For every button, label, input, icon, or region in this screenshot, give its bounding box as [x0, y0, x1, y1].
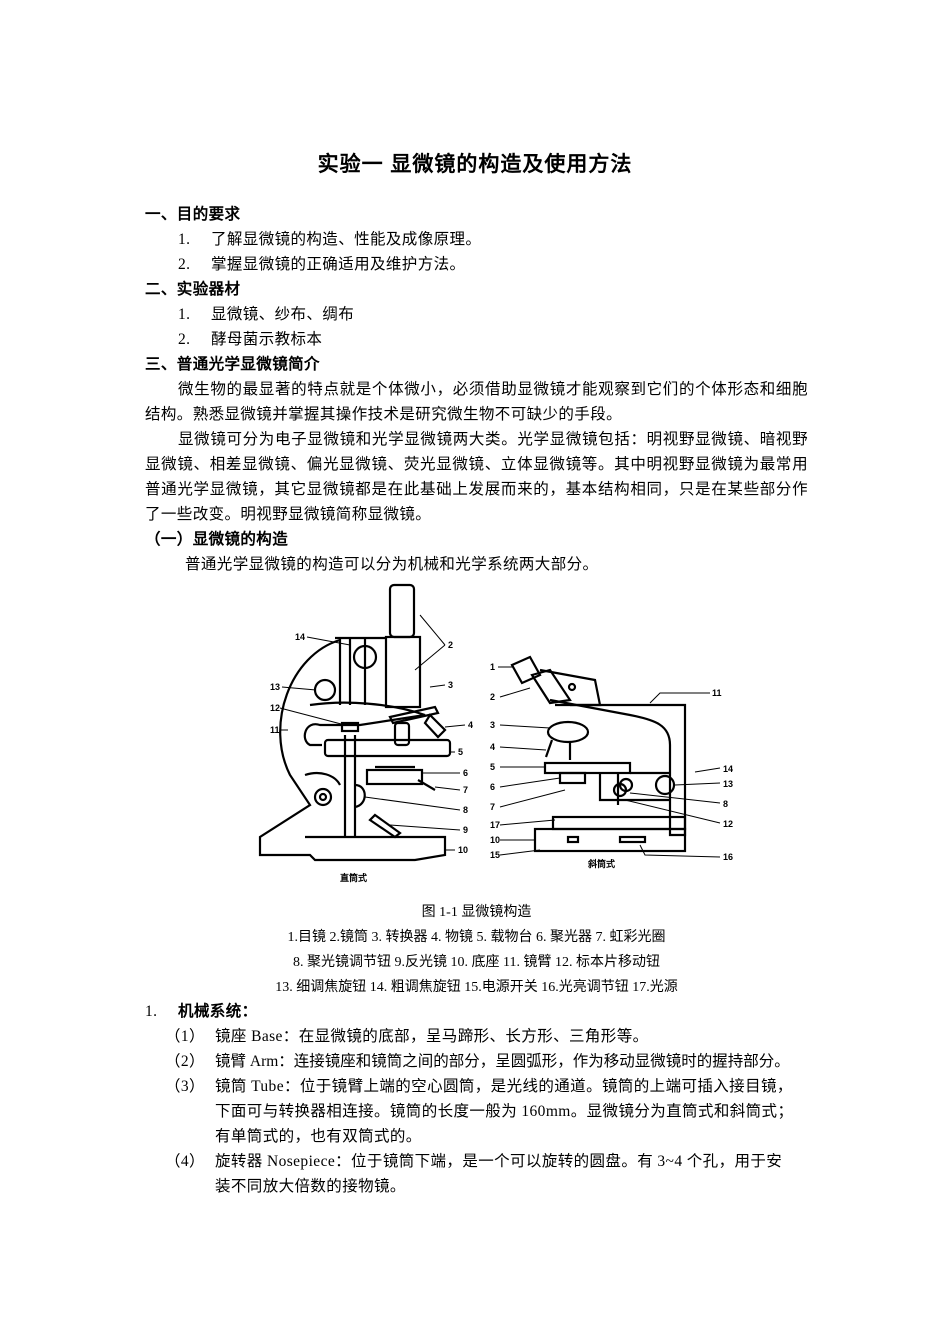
left-figure-caption: 直筒式 [340, 872, 367, 883]
figure-label: 17 [490, 820, 500, 830]
figure-label: 13 [723, 779, 733, 789]
figure-legend-line: 1.目镜 2.镜筒 3. 转换器 4. 物镜 5. 载物台 6. 聚光器 7. … [287, 930, 666, 945]
inclined-microscope-drawing [510, 655, 687, 853]
intro-sections: 一、目的要求 1. 了解显微镜的构造、性能及成像原理。 2. 掌握显微镜的正确适用及… [145, 202, 808, 577]
figure-label: 9 [463, 825, 468, 835]
item-number: 1. [178, 306, 191, 323]
figure-label: 13 [270, 682, 280, 692]
section-heading: 三、普通光学显微镜简介 [145, 356, 320, 373]
figure-label: 6 [490, 782, 495, 792]
figure-label: 14 [295, 632, 305, 642]
figure-label: 10 [490, 835, 500, 845]
figure-label: 4 [490, 742, 495, 752]
mechanical-section: 1. 机械系统： （1） 镜座 Base：在显微镜的底部，呈马蹄形、长方形、三角形等… [145, 999, 808, 1199]
item-number: 1. [178, 231, 191, 248]
section-heading: 1. 机械系统： [145, 999, 808, 1024]
heading-text: 机械系统： [178, 1003, 258, 1020]
left-figure-labels: 14 2 13 3 12 4 11 5 6 7 8 9 10 [270, 632, 473, 855]
heading-number: 1. [145, 1003, 158, 1020]
figure-caption-block: 图 1-1 显微镜构造 1.目镜 2.镜筒 3. 转换器 4. 物镜 5. 载物… [145, 900, 808, 1000]
list-item: 1. 显微镜、纱布、绸布 [145, 302, 808, 327]
figure-leaders [279, 614, 721, 858]
figure-label: 12 [270, 703, 280, 713]
item-text: 镜筒 Tube：位于镜臂上端的空心圆筒，是光线的通道。镜筒的上端可插入接目镜，下… [215, 1078, 794, 1145]
figure-label: 5 [458, 747, 463, 757]
figure-label: 2 [490, 692, 495, 702]
figure-legend-line: 8. 聚光镜调节钮 9.反光镜 10. 底座 11. 镜臂 12. 标本片移动钮 [293, 955, 660, 970]
figure-label: 10 [458, 845, 468, 855]
section-heading: 一、目的要求 [145, 206, 241, 223]
item-number: 2. [178, 256, 191, 273]
item-text: 掌握显微镜的正确适用及维护方法。 [211, 256, 466, 273]
figure-label: 12 [723, 819, 733, 829]
item-text: 旋转器 Nosepiece：位于镜筒下端，是一个可以旋转的圆盘。有 3~4 个孔… [215, 1153, 783, 1195]
paragraph: 微生物的最显著的特点就是个体微小，必须借助显微镜才能观察到它们的个体形态和细胞结… [145, 381, 808, 423]
figure-label: 7 [463, 785, 468, 795]
item-text: 镜臂 Arm：连接镜座和镜筒之间的部分，呈圆弧形，作为移动显微镜时的握持部分。 [215, 1053, 790, 1070]
list-item: （4） 旋转器 Nosepiece：位于镜筒下端，是一个可以旋转的圆盘。有 3~4… [145, 1149, 808, 1199]
paragraph: 普通光学显微镜的构造可以分为机械和光学系统两大部分。 [185, 556, 599, 573]
paragraph: 显微镜可分为电子显微镜和光学显微镜两大类。光学显微镜包括：明视野显微镜、暗视野显… [145, 431, 808, 523]
figure-label: 16 [723, 852, 733, 862]
figure-label: 3 [490, 720, 495, 730]
item-number: （3） [165, 1078, 205, 1095]
figure-label: 8 [723, 799, 728, 809]
figure-label: 11 [270, 725, 280, 735]
figure-caption: 图 1-1 显微镜构造 [421, 905, 532, 920]
list-item: （1） 镜座 Base：在显微镜的底部，呈马蹄形、长方形、三角形等。 [145, 1024, 808, 1049]
upright-microscope-drawing [258, 583, 452, 862]
item-number: 2. [178, 331, 191, 348]
figure-label: 5 [490, 762, 495, 772]
figure-label: 2 [448, 640, 453, 650]
figure-label: 15 [490, 850, 500, 860]
figure-label: 4 [468, 720, 473, 730]
list-item: 2. 掌握显微镜的正确适用及维护方法。 [145, 252, 808, 277]
item-number: （1） [165, 1028, 205, 1045]
figure-label: 1 [490, 662, 495, 672]
list-item: （3） 镜筒 Tube：位于镜臂上端的空心圆筒，是光线的通道。镜筒的上端可插入接目… [145, 1074, 808, 1149]
figure-label: 6 [463, 768, 468, 778]
figure-label: 11 [712, 688, 722, 698]
figure-label: 3 [448, 680, 453, 690]
list-item: 1. 了解显微镜的构造、性能及成像原理。 [145, 227, 808, 252]
figure-legend-line: 13. 细调焦旋钮 14. 粗调焦旋钮 15.电源开关 16.光亮调节钮 17.… [275, 980, 678, 995]
figure-label: 14 [723, 764, 733, 774]
item-text: 显微镜、纱布、绸布 [211, 306, 355, 323]
list-item: （2） 镜臂 Arm：连接镜座和镜筒之间的部分，呈圆弧形，作为移动显微镜时的握持部… [145, 1049, 808, 1074]
item-text: 酵母菌示教标本 [211, 331, 323, 348]
item-text: 了解显微镜的构造、性能及成像原理。 [211, 231, 482, 248]
subsection-heading: （一）显微镜的构造 [145, 531, 289, 548]
section-heading: 二、实验器材 [145, 281, 241, 298]
item-number: （4） [165, 1153, 205, 1170]
right-figure-caption: 斜筒式 [587, 858, 615, 869]
list-item: 2. 酵母菌示教标本 [145, 327, 808, 352]
item-text: 镜座 Base：在显微镜的底部，呈马蹄形、长方形、三角形等。 [215, 1028, 649, 1045]
page-title: 实验一 显微镜的构造及使用方法 [317, 153, 633, 176]
figure-label: 7 [490, 802, 495, 812]
figure-label: 8 [463, 805, 468, 815]
item-number: （2） [165, 1053, 205, 1070]
